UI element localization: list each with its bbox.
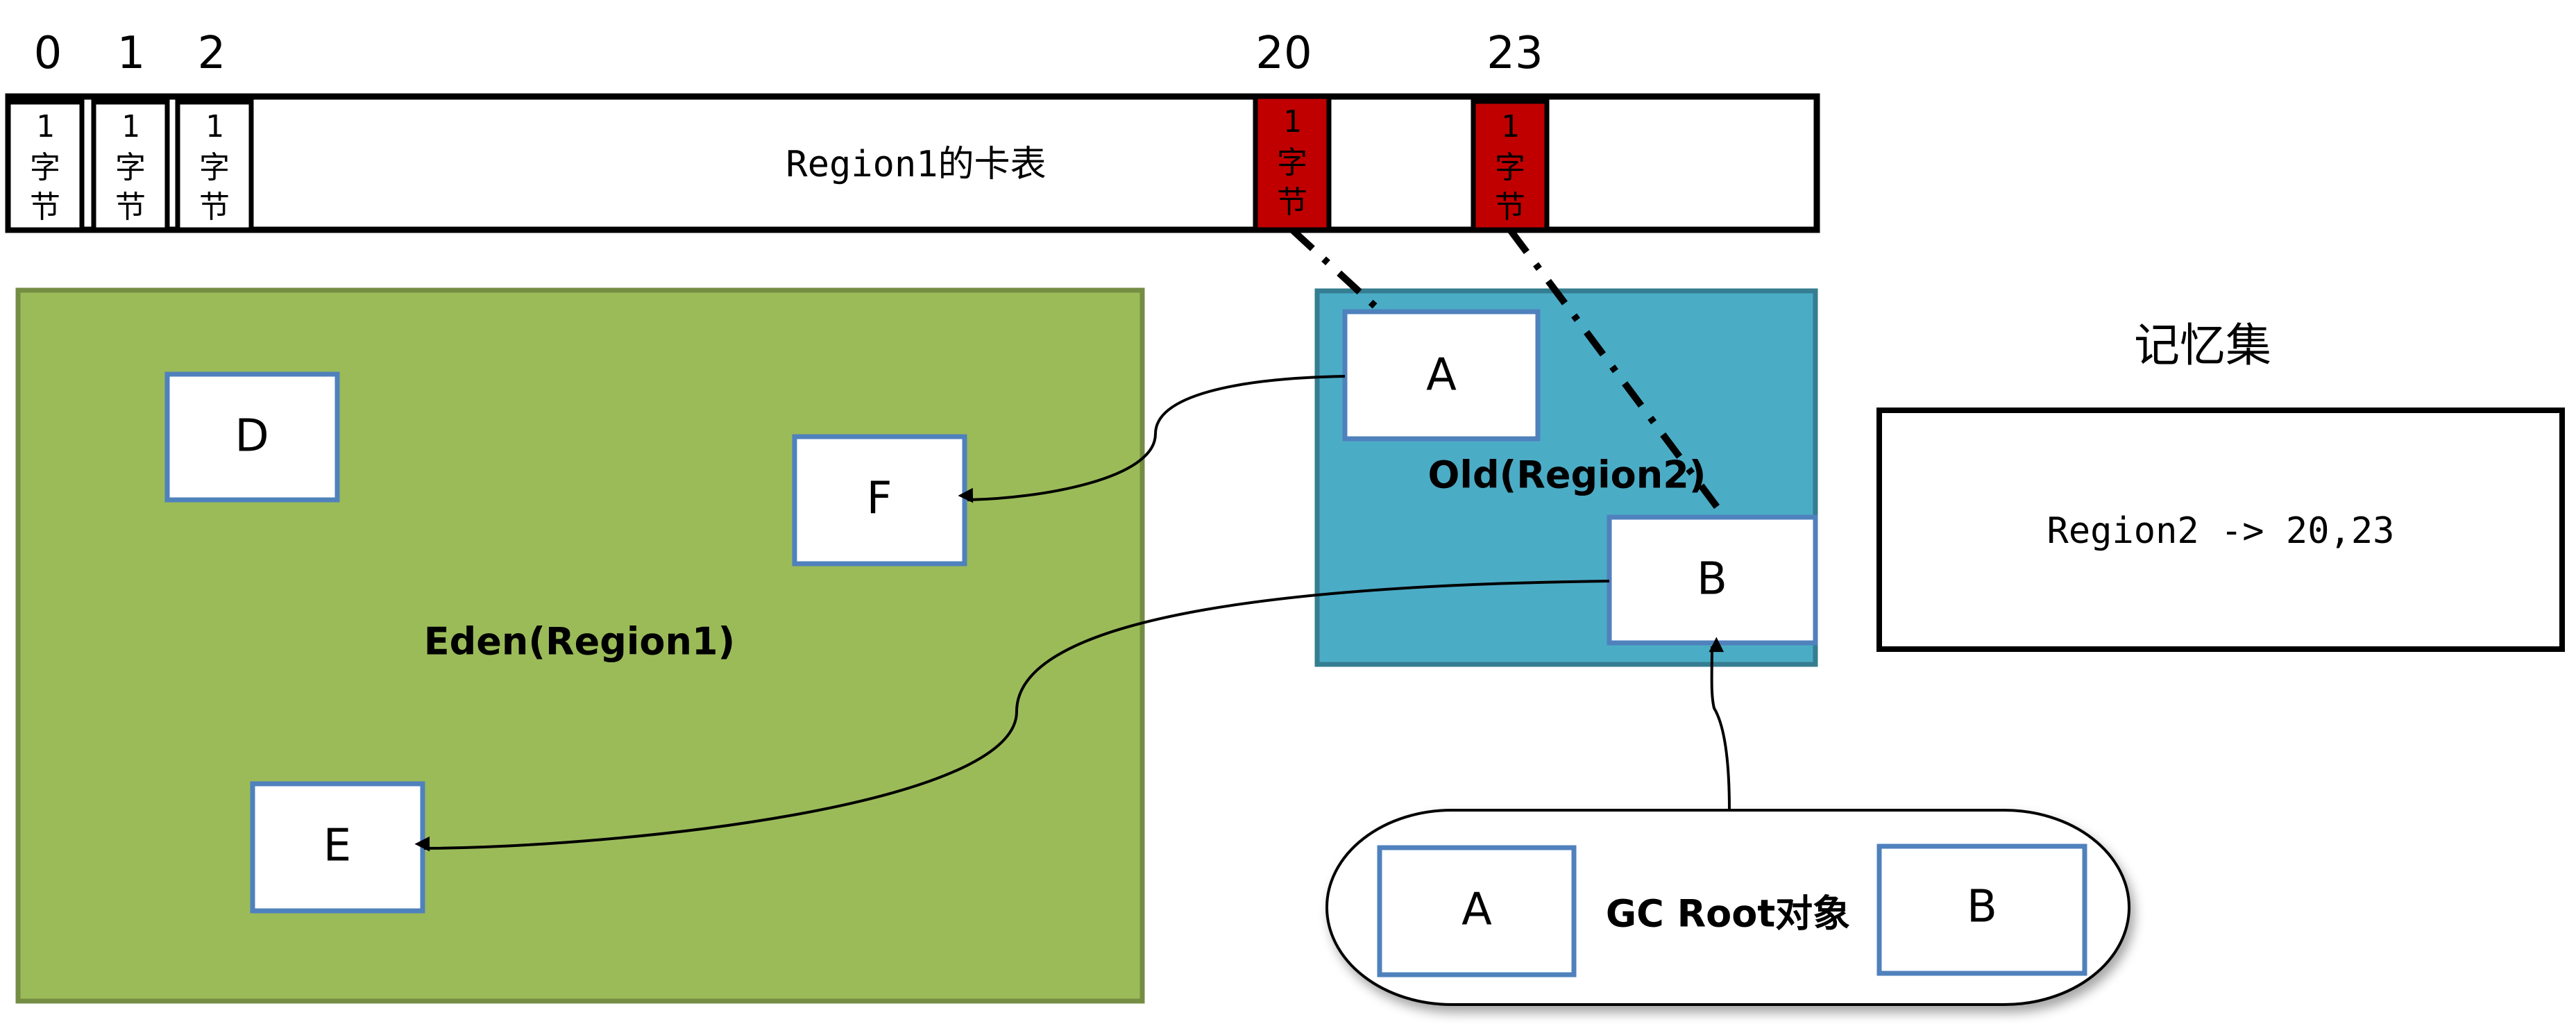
old-region-label: Old(Region2) — [1428, 453, 1706, 497]
object-box — [792, 434, 967, 566]
card-cell-text: 字 — [30, 150, 60, 185]
object-label: F — [867, 473, 892, 525]
object-label: D — [235, 411, 269, 462]
reference-arrow-a-to-f — [958, 375, 1346, 503]
card-cell-box — [175, 99, 254, 233]
card-cell-text: 节 — [1495, 190, 1525, 225]
remembered-set-entry: Region2 -> 20,23 — [2047, 510, 2395, 552]
object-box — [1876, 843, 2087, 976]
card-cell-text: 字 — [199, 150, 230, 185]
object-label: E — [323, 821, 351, 872]
card-mapping-line-23-b — [1507, 228, 1720, 509]
card-index-2: 2 — [198, 28, 226, 79]
card-cell-2: 2 1 字 节 — [175, 28, 254, 233]
remembered-set-box — [1876, 408, 2565, 652]
object-box — [250, 781, 425, 914]
gc-root-label: GC Root对象 — [1606, 892, 1850, 936]
object-box — [1342, 309, 1541, 442]
card-index-0: 0 — [34, 28, 62, 79]
card-cell-23: 23 1 字 节 — [1471, 28, 1550, 233]
old-region: Old(Region2) A B — [1314, 288, 1818, 667]
card-cell-text: 节 — [1277, 185, 1307, 220]
object-a-old: A — [1342, 309, 1541, 442]
card-cell-0: 0 1 字 节 — [6, 28, 85, 233]
object-label: A — [1426, 350, 1457, 401]
object-e: E — [250, 781, 425, 914]
card-cell-text: 节 — [199, 190, 230, 225]
object-label: A — [1461, 884, 1492, 936]
card-cell-text: 字 — [115, 150, 146, 185]
card-cell-box — [6, 99, 85, 233]
card-cell-text: 字 — [1495, 150, 1525, 185]
remembered-set: 记忆集 Region2 -> 20,23 — [1876, 319, 2565, 652]
card-cell-text: 节 — [115, 190, 146, 225]
card-table-label: Region1的卡表 — [786, 144, 1046, 185]
object-box — [164, 371, 340, 503]
card-cell-1: 1 1 字 节 — [91, 28, 170, 233]
eden-region: Eden(Region1) D F E — [15, 287, 1145, 1004]
card-cell-text: 1 — [1283, 104, 1302, 140]
eden-region-label: Eden(Region1) — [424, 620, 735, 664]
card-index-23: 23 — [1486, 28, 1543, 79]
gc-root-set: GC Root对象 A B — [1325, 809, 2130, 1006]
object-f: F — [792, 434, 967, 566]
object-b-old: B — [1607, 514, 1818, 646]
card-table: Region1的卡表 0 1 字 节 1 1 字 节 2 1 字 节 20 — [5, 28, 1820, 233]
object-box — [1377, 845, 1577, 977]
card-cell-text: 1 — [205, 109, 224, 144]
card-cell-box — [91, 99, 170, 233]
gc-root-object-a: A — [1377, 845, 1577, 977]
reference-arrow-b-to-e — [414, 580, 1610, 852]
reference-arrow-gcroot-to-b — [1709, 637, 1731, 811]
card-cell-text: 节 — [30, 190, 60, 225]
gc-root-object-b: B — [1876, 843, 2087, 976]
dirty-card-box — [1471, 99, 1550, 233]
card-cell-20: 20 1 字 节 — [1253, 28, 1332, 233]
card-mapping-line-20-a — [1289, 227, 1384, 314]
object-label: B — [1967, 882, 1997, 933]
remembered-set-title: 记忆集 — [2134, 319, 2271, 372]
card-index-1: 1 — [117, 28, 146, 79]
card-cell-text: 1 — [121, 109, 140, 144]
object-label: B — [1697, 554, 1727, 605]
card-cell-text: 1 — [1501, 109, 1520, 144]
card-index-20: 20 — [1255, 28, 1312, 79]
card-cell-text: 字 — [1277, 145, 1307, 181]
card-cell-text: 1 — [36, 109, 55, 144]
object-d: D — [164, 371, 340, 503]
